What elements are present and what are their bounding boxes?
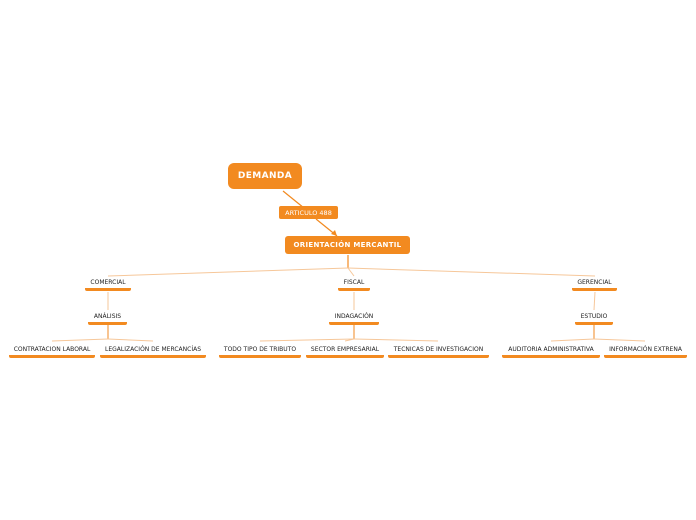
- connector-indagacion-leaf-1: [259, 338, 355, 342]
- article-tag-node[interactable]: ARTICULO 488: [279, 206, 338, 219]
- branch-label: FISCAL: [343, 278, 365, 286]
- leaf-node-auditoria-administrativa[interactable]: AUDITORIA ADMINISTRATIVA: [502, 343, 600, 358]
- connector-gerencial-estudio: [593, 291, 596, 311]
- leaf-label: INFORMACIÓN EXTRENA: [609, 345, 682, 353]
- leaf-label: TODO TIPO DE TRIBUTO: [223, 345, 297, 353]
- leaf-label: AUDITORIA ADMINISTRATIVA: [508, 345, 594, 353]
- leaf-label: TECNICAS DE INVESTIGACION: [393, 345, 484, 353]
- leaf-node-tecnicas-investigacion[interactable]: TECNICAS DE INVESTIGACION: [388, 343, 489, 358]
- connector-analisis-leaf-2: [107, 338, 154, 342]
- connector-main-gerencial: [347, 267, 596, 277]
- connector-root-tag: [282, 190, 305, 209]
- leaf-node-informacion-extrena[interactable]: INFORMACIÓN EXTRENA: [604, 343, 687, 358]
- subtopic-node-indagacion[interactable]: INDAGACIÓN: [329, 310, 379, 325]
- subtopic-label: INDAGACIÓN: [334, 312, 374, 320]
- subtopic-node-analisis[interactable]: ANÁLISIS: [88, 310, 127, 325]
- branch-node-fiscal[interactable]: FISCAL: [338, 276, 370, 291]
- connector-estudio-leaf-1: [550, 338, 595, 342]
- leaf-node-sector-empresarial[interactable]: SECTOR EMPRESARIAL: [306, 343, 384, 358]
- root-node-label: DEMANDA: [237, 171, 293, 181]
- subtopic-node-estudio[interactable]: ESTUDIO: [575, 310, 613, 325]
- leaf-label: LEGALIZACIÓN DE MERCANCÍAS: [105, 345, 201, 353]
- connector-main-comercial: [107, 267, 349, 277]
- branch-node-gerencial[interactable]: GERENCIAL: [572, 276, 617, 291]
- article-tag-label: ARTICULO 488: [285, 208, 332, 217]
- main-topic-node[interactable]: ORIENTACIÓN MERCANTIL: [285, 236, 410, 254]
- connector-indagacion-leaf-3: [353, 338, 439, 342]
- connector-main-fiscal: [347, 267, 355, 277]
- subtopic-label: ESTUDIO: [580, 312, 608, 320]
- leaf-node-contratacion-laboral[interactable]: CONTRATACION LABORAL: [9, 343, 95, 358]
- leaf-node-todo-tipo-tributo[interactable]: TODO TIPO DE TRIBUTO: [219, 343, 301, 358]
- branch-label: GERENCIAL: [577, 278, 612, 286]
- connector-estudio-leaf-2: [593, 338, 646, 342]
- leaf-label: CONTRATACION LABORAL: [13, 345, 91, 353]
- connector-arrowhead: [331, 230, 337, 236]
- subtopic-label: ANÁLISIS: [93, 312, 122, 320]
- branch-label: COMERCIAL: [90, 278, 126, 286]
- root-node-demanda[interactable]: DEMANDA: [228, 163, 302, 189]
- main-topic-label: ORIENTACIÓN MERCANTIL: [293, 241, 402, 249]
- branch-node-comercial[interactable]: COMERCIAL: [85, 276, 131, 291]
- connector-indagacion-leaf-2: [344, 338, 355, 342]
- leaf-label: SECTOR EMPRESARIAL: [310, 345, 380, 353]
- connector-analisis-leaf-1: [51, 338, 109, 342]
- leaf-node-legalizacion-mercancias[interactable]: LEGALIZACIÓN DE MERCANCÍAS: [100, 343, 206, 358]
